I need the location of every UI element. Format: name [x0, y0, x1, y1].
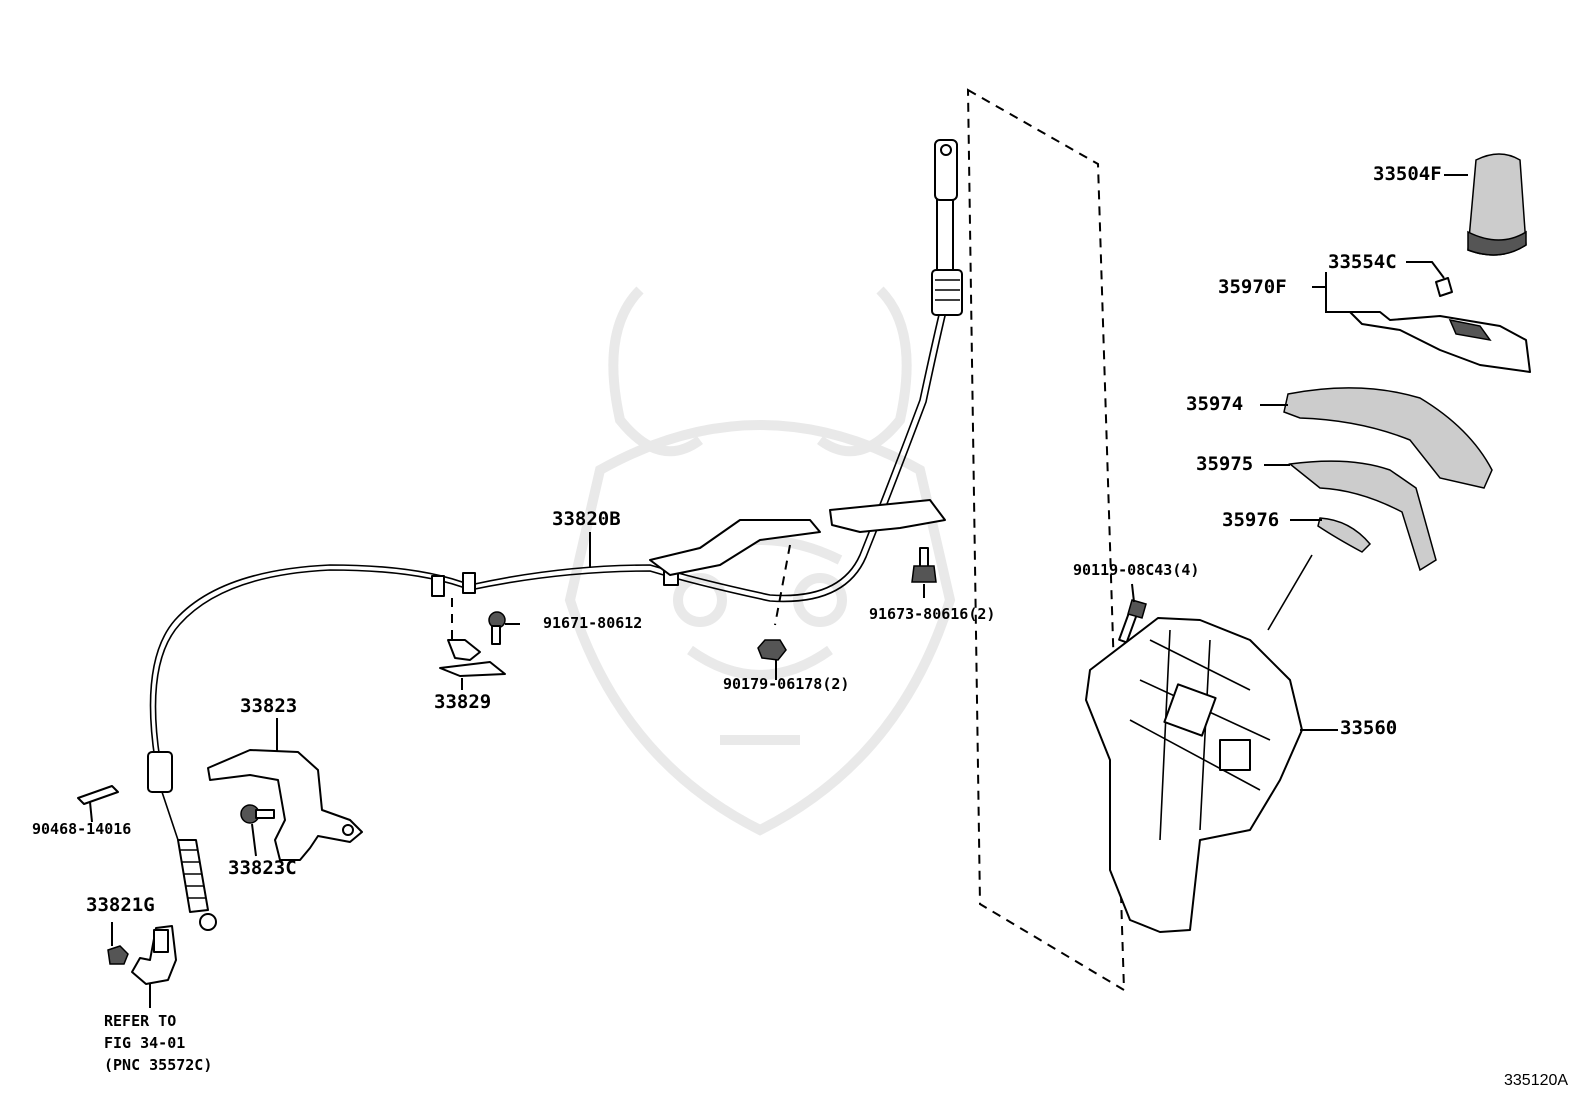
clip-33829	[439, 639, 506, 677]
callout-33823: 33823	[240, 695, 298, 717]
callout-35976: 35976	[1222, 509, 1280, 531]
callout-33820B: 33820B	[552, 508, 621, 530]
callout-33829: 33829	[434, 691, 492, 713]
callout-90119-08C43: 90119-08C43(4)	[1073, 561, 1200, 579]
bolt-90119-icon	[1118, 599, 1147, 644]
cable-bracket	[649, 519, 821, 576]
dashed-assembly-boundary	[966, 88, 1126, 992]
shift-lever-assembly-33560	[1085, 554, 1313, 933]
callout-35970F: 35970F	[1218, 276, 1287, 298]
callout-leaders	[89, 174, 1468, 1008]
bracket-33823	[207, 749, 363, 861]
callout-33504F: 33504F	[1373, 163, 1442, 185]
callout-91671-80612: 91671-80612	[543, 614, 643, 632]
bolt-91671-icon	[488, 611, 506, 645]
callout-33823C: 33823C	[228, 857, 297, 879]
shift-cable-33820B	[147, 139, 963, 931]
figure-code: 335120A	[1504, 1072, 1569, 1089]
callout-91673-80616: 91673-80616(2)	[869, 605, 996, 623]
callout-33560: 33560	[1340, 717, 1398, 739]
callout-90179-06178: 90179-06178(2)	[723, 675, 850, 693]
bolt-91673-icon	[911, 547, 937, 583]
switch-35970F	[1349, 311, 1531, 373]
callout-33821G: 33821G	[86, 894, 155, 916]
watermark-mask-icon	[564, 286, 956, 836]
callout-35975: 35975	[1196, 453, 1254, 475]
cable-flange-plate	[829, 499, 946, 533]
cover-35974	[1283, 387, 1493, 489]
refer-note: REFER TO FIG 34-01 (PNC 35572C)	[104, 1012, 213, 1074]
slip-35976	[1317, 517, 1372, 553]
nut-90179-icon	[757, 639, 787, 661]
callout-33554C: 33554C	[1328, 251, 1397, 273]
nut-33821G-icon	[107, 945, 129, 965]
clip-90468	[77, 785, 119, 805]
callout-90468-14016: 90468-14016	[32, 820, 132, 838]
clip-33554C	[1435, 277, 1453, 297]
dashed-leader-90179	[774, 544, 791, 626]
plate-35975	[1288, 460, 1437, 572]
bolt-33823C-icon	[240, 804, 275, 824]
callout-35974: 35974	[1186, 393, 1244, 415]
